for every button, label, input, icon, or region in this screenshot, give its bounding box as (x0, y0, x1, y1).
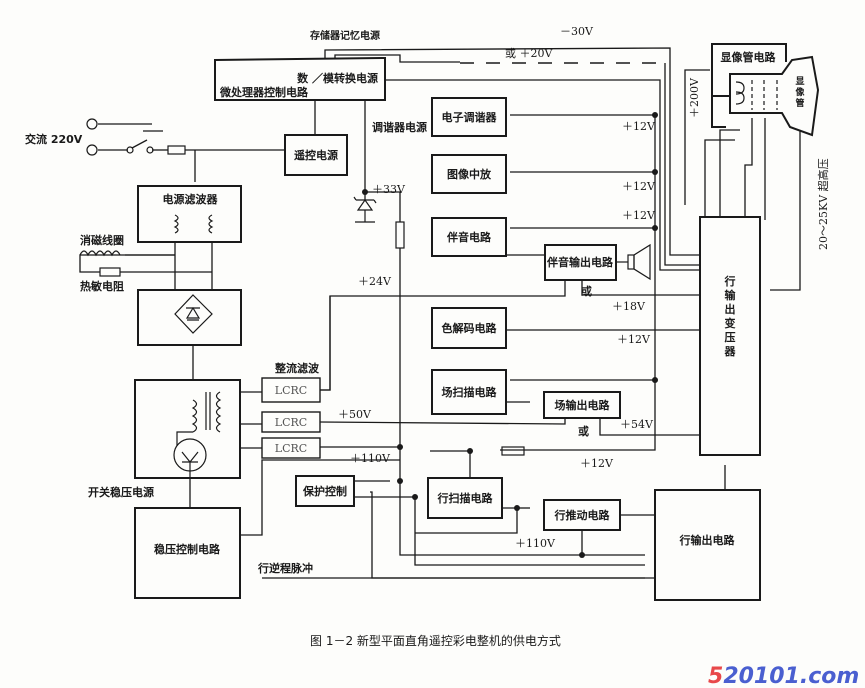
crt-tube: 显像管 (729, 55, 820, 137)
block-remote-power: 遥控电源 (284, 134, 348, 176)
crt-heater-icon (735, 81, 745, 105)
svg-text:消磁线圈: 消磁线圈 (80, 233, 124, 247)
block-mcu: 数 ／模转换电源 微处理器控制电路 (214, 56, 386, 101)
resistor-icon (501, 446, 525, 456)
svg-text:LCRC: LCRC (275, 442, 307, 455)
wire-50v (319, 418, 566, 425)
svg-text:显像管: 显像管 (794, 76, 805, 109)
block-crt-circuit: 显像管电路 (711, 43, 787, 128)
svg-text:＋12V: ＋12V (622, 120, 656, 133)
svg-text:行推动电路: 行推动电路 (554, 508, 611, 522)
block-video-if: 图像中放 (431, 154, 507, 194)
svg-text:电子调谐器: 电子调谐器 (442, 110, 498, 124)
svg-text:图像中放: 图像中放 (447, 167, 492, 181)
svg-text:行输出变压器: 行输出变压器 (724, 274, 737, 358)
svg-text:存储器记忆电源: 存储器记忆电源 (310, 29, 380, 42)
svg-text:伴音电路: 伴音电路 (446, 230, 492, 244)
figure-caption: 图 1－2 新型平面直角遥控彩电整机的供电方式 (310, 633, 561, 648)
svg-text:场输出电路: 场输出电路 (555, 398, 611, 412)
filter-coil-icon (173, 214, 179, 234)
block-color-decoder: 色解码电路 (431, 307, 507, 349)
block-flyback-transformer: 行输出变压器 (699, 216, 761, 456)
degauss-coil-icon (79, 250, 121, 257)
svg-text:＋12V: ＋12V (622, 209, 656, 222)
svg-text:＋200V: ＋200V (688, 77, 701, 118)
svg-text:行逆程脉冲: 行逆程脉冲 (257, 561, 313, 575)
ac-terminal-icon (86, 118, 98, 130)
lcrc-filters: LCRC LCRC LCRC (261, 377, 321, 459)
wire-54v (599, 418, 700, 436)
ac-terminal-icon (86, 144, 98, 156)
svg-text:＋12V: ＋12V (580, 457, 614, 470)
block-field-scan: 场扫描电路 (431, 369, 507, 415)
svg-text:－30V: －30V (560, 25, 594, 38)
thermistor-icon (99, 267, 121, 277)
svg-text:行扫描电路: 行扫描电路 (437, 491, 494, 505)
svg-text:＋110V: ＋110V (350, 452, 391, 465)
svg-text:＋18V: ＋18V (612, 300, 646, 313)
transformer-icon (191, 399, 198, 433)
mcu-da-label: 数 ／模转换电源 (297, 71, 378, 85)
svg-text:行输出电路: 行输出电路 (679, 533, 736, 547)
svg-text:或 ＋20V: 或 ＋20V (505, 47, 553, 60)
wire-110v (320, 446, 645, 556)
filter-coil-icon (208, 214, 214, 234)
svg-text:＋12V: ＋12V (617, 333, 651, 346)
block-smps (134, 379, 241, 479)
mcu-label: 微处理器控制电路 (219, 85, 309, 99)
wire-or-20v (334, 54, 460, 63)
block-electronic-tuner: 电子调谐器 (431, 97, 507, 137)
svg-text:显像管电路: 显像管电路 (721, 50, 777, 64)
svg-text:调谐器电源: 调谐器电源 (372, 120, 427, 134)
svg-text:伴音输出电路: 伴音输出电路 (546, 255, 614, 269)
svg-text:稳压控制电路: 稳压控制电路 (154, 542, 221, 556)
svg-text:LCRC: LCRC (275, 416, 307, 429)
block-audio: 伴音电路 (431, 217, 507, 257)
wire-18v (581, 280, 700, 296)
watermark: 520101.com (708, 664, 859, 688)
svg-text:＋24V: ＋24V (358, 275, 392, 288)
fuse-icon (167, 145, 186, 155)
svg-text:＋50V: ＋50V (338, 408, 372, 421)
svg-text:＋110V: ＋110V (515, 537, 556, 550)
labels: 存储器记忆电源 －30V 或 ＋20V 交流 220V 调谐器电源 ＋33V 消… (25, 25, 830, 575)
svg-text:＋33V: ＋33V (372, 183, 406, 196)
svg-text:整流滤波: 整流滤波 (274, 361, 320, 375)
svg-text:热敏电阻: 热敏电阻 (80, 279, 124, 293)
svg-text:开关稳压电源: 开关稳压电源 (88, 485, 154, 499)
bridge-rectifier-icon (174, 294, 213, 334)
block-protection: 保护控制 (295, 475, 355, 507)
block-audio-output: 伴音输出电路 (544, 243, 651, 281)
svg-text:或: 或 (578, 424, 589, 438)
block-bridge-rectifier (137, 289, 242, 346)
svg-text:20～25KV 超高压: 20～25KV 超高压 (816, 158, 830, 250)
block-line-driver: 行推动电路 (543, 499, 621, 531)
svg-text:＋12V: ＋12V (622, 180, 656, 193)
svg-text:色解码电路: 色解码电路 (442, 321, 498, 335)
block-regulator-control: 稳压控制电路 (134, 507, 241, 599)
block-power-filter: 电源滤波器 (137, 185, 242, 243)
svg-text:或: 或 (581, 284, 592, 298)
block-field-output: 场输出电路 (543, 391, 621, 419)
junctions (362, 112, 658, 558)
svg-text:遥控电源: 遥控电源 (294, 148, 338, 162)
wire-da-power (385, 79, 700, 271)
speaker-icon (627, 254, 635, 270)
switch-icon (126, 146, 134, 154)
zener-diode-icon (353, 196, 377, 223)
svg-text:电源滤波器: 电源滤波器 (163, 192, 219, 206)
svg-text:场扫描电路: 场扫描电路 (442, 385, 498, 399)
block-line-output: 行输出电路 (654, 489, 761, 601)
block-line-scan: 行扫描电路 (427, 477, 503, 519)
svg-text:LCRC: LCRC (275, 384, 307, 397)
resistor-icon (395, 221, 405, 249)
svg-text:＋54V: ＋54V (620, 418, 654, 431)
svg-text:交流 220V: 交流 220V (25, 132, 83, 146)
svg-text:保护控制: 保护控制 (302, 484, 347, 498)
wire-memory-30v (324, 47, 700, 256)
